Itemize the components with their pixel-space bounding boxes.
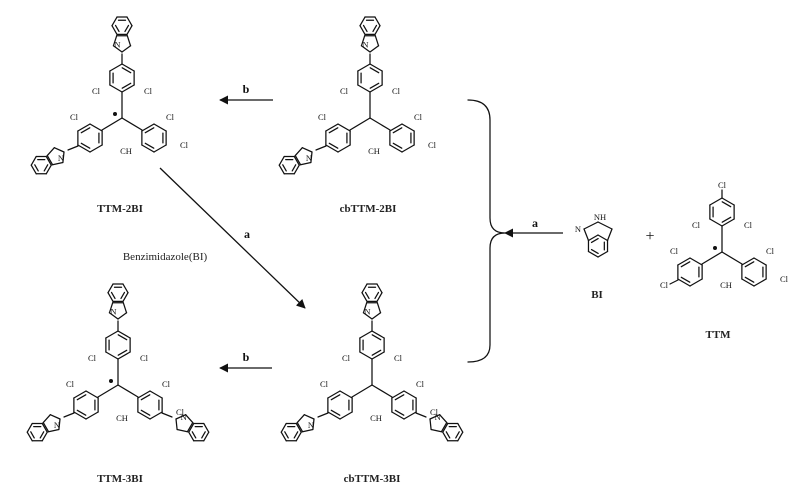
ttm-cl-1: Cl bbox=[692, 220, 701, 230]
cbttm-2bi-cl-2: Cl bbox=[392, 86, 401, 96]
ttm-3bi-radical-dot bbox=[109, 379, 113, 383]
label-cbttm-3bi: cbTTM-3BI bbox=[344, 473, 401, 485]
ttm-2bi-cl-5: Cl bbox=[180, 140, 189, 150]
ttm-cl-left: Cl bbox=[660, 280, 669, 290]
ttm-3bi-left-bi-n-atom: N bbox=[54, 420, 60, 430]
ttm-cl-5: Cl bbox=[780, 274, 789, 284]
cbttm-3bi-cl-5: Cl bbox=[430, 407, 439, 417]
reagent-b-top: b bbox=[243, 82, 250, 96]
ttm-2bi-cl-4: Cl bbox=[166, 112, 175, 122]
ttm-2bi-radical-dot bbox=[113, 112, 117, 116]
ttm-2bi-top-bi-n-atom: N bbox=[114, 40, 120, 50]
reagent-b-bottom: b bbox=[243, 350, 250, 364]
cbttm-2bi-cl-3: Cl bbox=[318, 112, 327, 122]
arrow-a-diagonal bbox=[159, 167, 306, 309]
ttm-2bi-cl-3: Cl bbox=[70, 112, 79, 122]
ttm-ch-atom: CH bbox=[720, 280, 732, 290]
label-ttm-3bi: TTM-3BI bbox=[97, 473, 143, 485]
ttm-2bi-left-bi-n-atom: N bbox=[58, 153, 64, 163]
ttm-2bi-cl-2: Cl bbox=[144, 86, 153, 96]
cbttm-3bi-left-bi-n-atom: N bbox=[308, 420, 314, 430]
bracket bbox=[467, 99, 506, 363]
bi-nh-atom: NH bbox=[594, 212, 606, 222]
ttm-3bi-top-bi-n-atom: N bbox=[110, 307, 116, 317]
cbttm-2bi-left-bi-n-atom: N bbox=[306, 153, 312, 163]
cbttm-2bi-cl-5: Cl bbox=[428, 140, 437, 150]
bi-n-atom: N bbox=[575, 224, 581, 234]
ttm-3bi-cl-5: Cl bbox=[176, 407, 185, 417]
label-bi: BI bbox=[591, 289, 603, 301]
label-benzimidazole: Benzimidazole(BI) bbox=[123, 251, 208, 263]
reagent-a-diagonal: a bbox=[244, 227, 250, 241]
cbttm-3bi-cl-4: Cl bbox=[416, 379, 425, 389]
cbttm-3bi-cl-1: Cl bbox=[342, 353, 351, 363]
label-ttm: TTM bbox=[705, 329, 731, 341]
cbttm-2bi-cl-4: Cl bbox=[414, 112, 423, 122]
ttm-3bi-ch-atom: CH bbox=[116, 413, 128, 423]
cbttm-3bi-right-bi-n-atom: N bbox=[435, 412, 441, 422]
cbttm-2bi-cl-1: Cl bbox=[340, 86, 349, 96]
structure-benzimidazole: NH N bbox=[575, 212, 613, 258]
ttm-cl-2: Cl bbox=[744, 220, 753, 230]
ttm-3bi-cl-1: Cl bbox=[88, 353, 97, 363]
ttm-cl-top: Cl bbox=[718, 180, 727, 190]
cbttm-2bi-ch-atom: CH bbox=[368, 146, 380, 156]
ttm-2bi-ch-atom: CH bbox=[120, 146, 132, 156]
cbttm-2bi-top-bi-n-atom: N bbox=[362, 40, 368, 50]
ttm-2bi-cl-1: Cl bbox=[92, 86, 101, 96]
ttm-3bi-cl-2: Cl bbox=[140, 353, 149, 363]
label-ttm-2bi: TTM-2BI bbox=[97, 203, 143, 215]
ttm-radical-dot bbox=[713, 246, 717, 250]
reagent-a-right: a bbox=[532, 216, 538, 230]
label-cbttm-2bi: cbTTM-2BI bbox=[340, 203, 397, 215]
cbttm-3bi-cl-3: Cl bbox=[320, 379, 329, 389]
cbttm-3bi-top-bi-n-atom: N bbox=[364, 307, 370, 317]
cbttm-3bi-cl-2: Cl bbox=[394, 353, 403, 363]
ttm-cl-3: Cl bbox=[670, 246, 679, 256]
ttm-cl-4: Cl bbox=[766, 246, 775, 256]
ttm-3bi-right-bi-n-atom: N bbox=[181, 412, 187, 422]
cbttm-3bi-ch-atom: CH bbox=[370, 413, 382, 423]
ttm-3bi-cl-4: Cl bbox=[162, 379, 171, 389]
ttm-3bi-cl-3: Cl bbox=[66, 379, 75, 389]
plus-sign: + bbox=[645, 228, 654, 245]
